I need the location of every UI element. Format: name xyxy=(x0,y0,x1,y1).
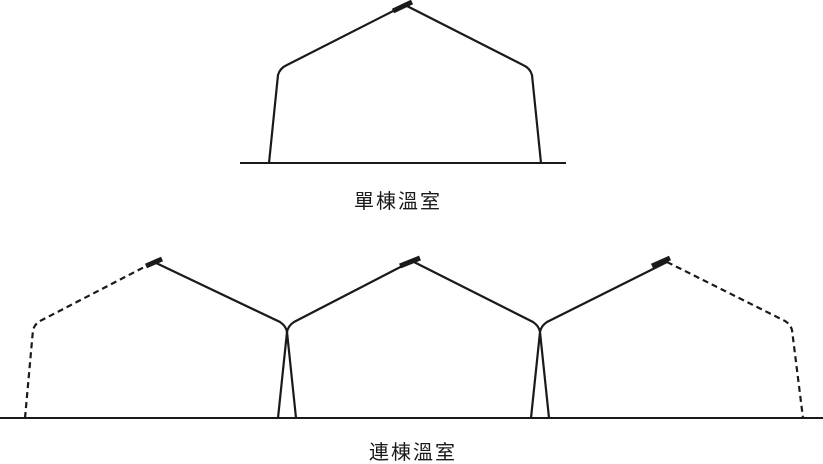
multi-span-caption: 連棟溫室 xyxy=(369,440,457,464)
valley-1-gutter-post xyxy=(276,331,298,419)
left-outer-wall-dashed xyxy=(23,261,155,419)
right-outer-wall-dashed xyxy=(666,261,805,419)
multi-span-greenhouse: 連棟溫室 xyxy=(0,255,823,464)
single-span-frame xyxy=(267,3,543,164)
span-3-ridge-cap xyxy=(650,255,672,269)
single-span-ridge-cap xyxy=(391,0,414,14)
span-3-left-roof xyxy=(538,261,668,333)
single-span-greenhouse: 單棟溫室 xyxy=(240,0,566,213)
single-span-caption: 單棟溫室 xyxy=(354,189,442,213)
span-1-ridge-cap xyxy=(144,256,164,269)
span-2-roof xyxy=(285,259,542,333)
valley-2-gutter-post xyxy=(529,331,551,419)
span-2-ridge-cap xyxy=(399,255,421,269)
span-1-right-roof xyxy=(153,261,289,333)
